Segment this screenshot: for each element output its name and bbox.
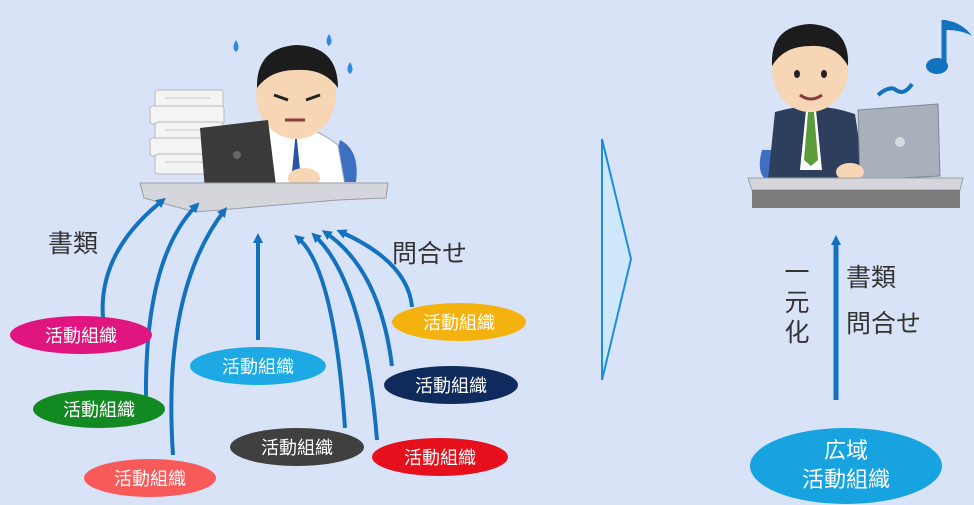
inquiries-label-right: 問合せ	[846, 309, 922, 338]
unify-label: 一 元 化	[782, 258, 812, 348]
relaxed-worker-icon	[747, 24, 964, 208]
activity-organization: 活動組織	[372, 438, 508, 476]
activity-organization: 活動組織	[392, 303, 526, 341]
regional-org-line1: 広域	[823, 439, 868, 464]
unify-char: 元	[784, 288, 810, 317]
arrow-6	[311, 232, 379, 441]
activity-organization: 活動組織	[230, 428, 364, 466]
regional-activity-organization: 広域 活動組織	[750, 428, 942, 504]
unify-char: 一	[784, 258, 810, 287]
arrow-7	[321, 230, 394, 367]
arrow-2	[143, 202, 200, 397]
activity-organization: 活動組織	[10, 316, 152, 354]
activity-organization: 活動組織	[384, 366, 518, 404]
music-note-icon	[876, 20, 972, 97]
arrow-8	[336, 229, 414, 308]
documents-label: 書類	[48, 229, 99, 258]
overwhelmed-worker-icon	[139, 34, 389, 213]
arrow-3	[169, 207, 228, 456]
arrow-1	[100, 197, 166, 319]
activity-organization: 活動組織	[190, 347, 326, 385]
documents-label-right: 書類	[846, 263, 897, 292]
activity-organization: 活動組織	[33, 390, 165, 428]
arrow-5	[294, 234, 347, 429]
activity-organization: 活動組織	[84, 459, 216, 497]
unify-char: 化	[784, 318, 810, 347]
inbound-arrows	[100, 197, 414, 456]
chevron-right-icon	[601, 138, 633, 381]
inquiries-label: 問合せ	[392, 239, 468, 268]
regional-org-line2: 活動組織	[801, 468, 890, 493]
